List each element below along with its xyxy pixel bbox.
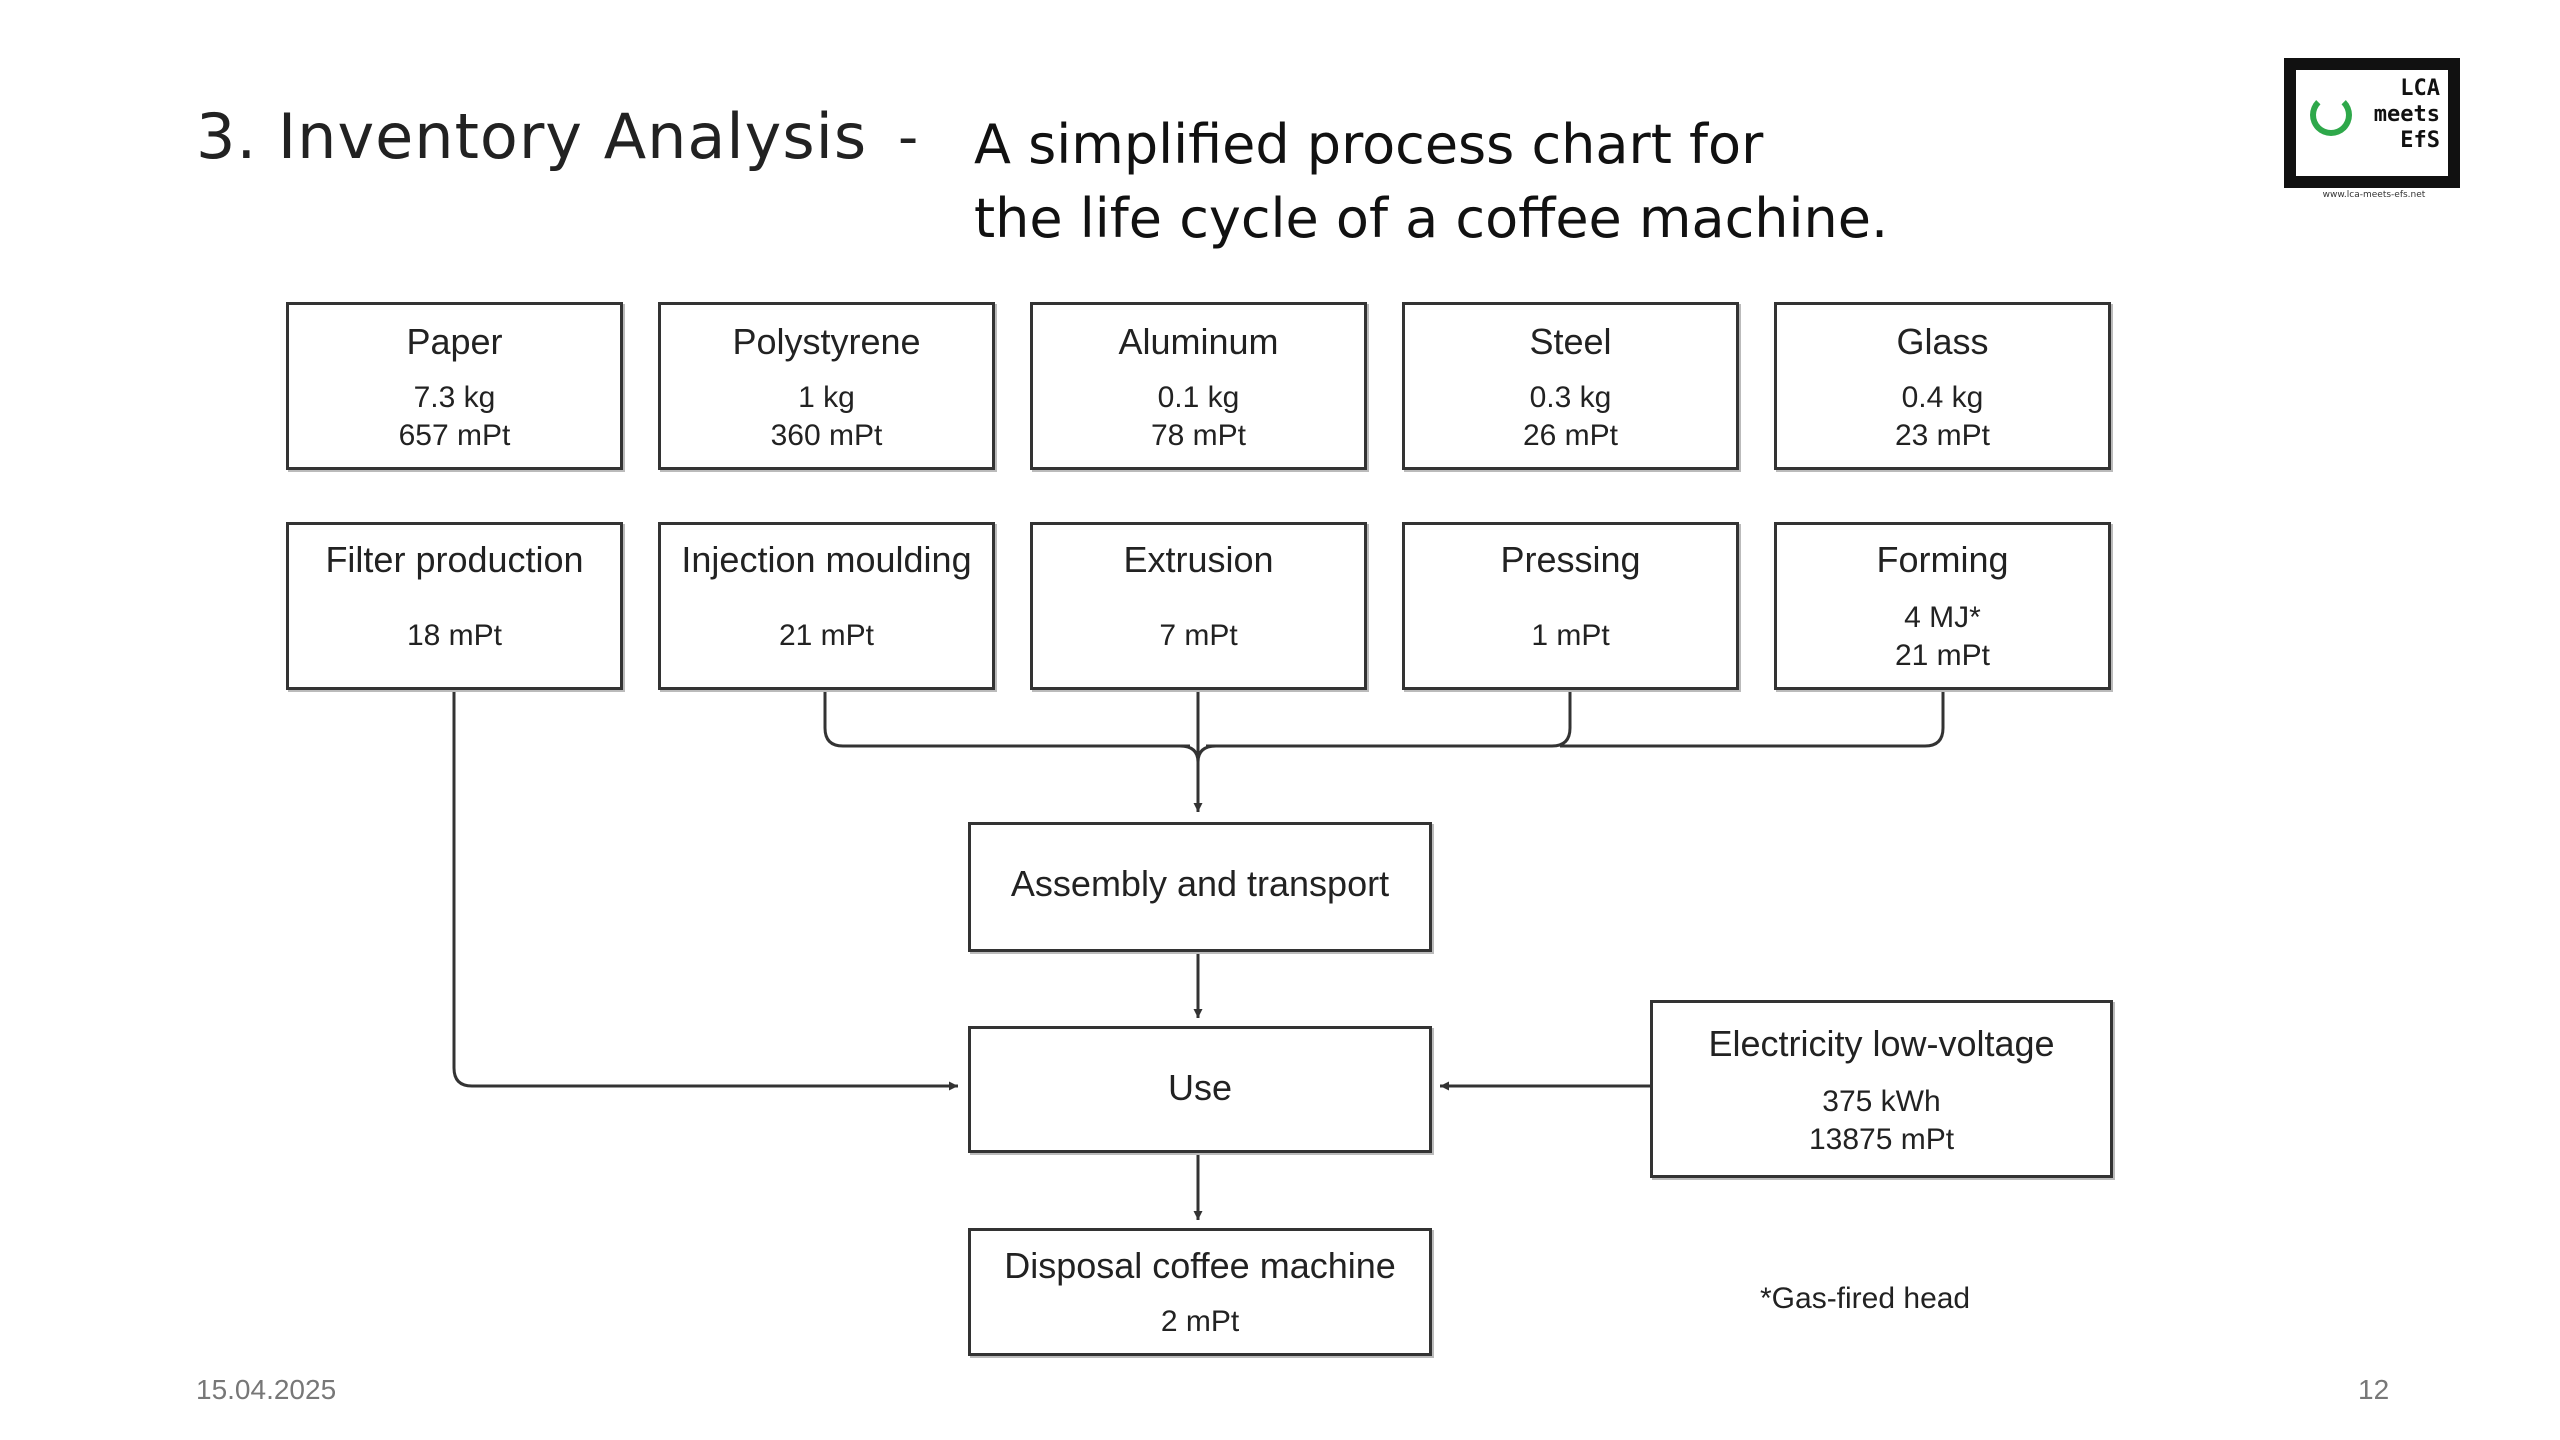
- material-box-paper: Paper 7.3 kg 657 mPt: [286, 302, 623, 470]
- slide-title: 3. Inventory Analysis: [196, 100, 868, 173]
- process-box-pressing: Pressing 1 mPt: [1402, 522, 1739, 690]
- material-name: Glass: [1896, 321, 1989, 362]
- logo-panel: LCA meets EfS: [2296, 70, 2448, 176]
- electricity-energy: 375 kWh: [1822, 1085, 1941, 1118]
- use-box: Use: [968, 1026, 1432, 1153]
- material-impact: 23 mPt: [1894, 419, 1991, 452]
- assembly-name: Assembly and transport: [1010, 863, 1390, 904]
- connector-pressing-to-assembly: [1206, 690, 1572, 748]
- electricity-box: Electricity low-voltage 375 kWh 13875 mP…: [1650, 1000, 2113, 1178]
- material-impact: 657 mPt: [398, 419, 511, 452]
- process-box-filter-production: Filter production 18 mPt: [286, 522, 623, 690]
- use-name: Use: [1167, 1067, 1233, 1108]
- process-name: Filter production: [325, 539, 584, 580]
- material-mass: 0.1 kg: [1157, 381, 1240, 414]
- subtitle-line-2: the life cycle of a coffee machine.: [974, 187, 1889, 250]
- disposal-impact: 2 mPt: [1160, 1305, 1240, 1338]
- material-box-glass: Glass 0.4 kg 23 mPt: [1774, 302, 2111, 470]
- connector-injection-to-assembly: [823, 690, 1190, 748]
- process-impact: 21 mPt: [1894, 639, 1991, 672]
- material-name: Paper: [406, 321, 503, 362]
- material-name: Polystyrene: [732, 321, 921, 362]
- assembly-transport-box: Assembly and transport: [968, 822, 1432, 952]
- process-impact: 7 mPt: [1159, 619, 1238, 652]
- material-mass: 1 kg: [798, 381, 855, 414]
- process-name: Forming: [1876, 539, 2009, 580]
- page-number: 12: [2358, 1374, 2390, 1405]
- process-name: Pressing: [1500, 539, 1641, 580]
- lca-meets-efs-logo: LCA meets EfS: [2284, 58, 2460, 188]
- disposal-name: Disposal coffee machine: [1004, 1245, 1396, 1286]
- material-box-polystyrene: Polystyrene 1 kg 360 mPt: [658, 302, 995, 470]
- disposal-box: Disposal coffee machine 2 mPt: [968, 1228, 1432, 1356]
- process-energy: 4 MJ*: [1904, 601, 1981, 634]
- material-mass: 0.4 kg: [1901, 381, 1984, 414]
- electricity-name: Electricity low-voltage: [1708, 1023, 2055, 1064]
- process-impact: 1 mPt: [1531, 619, 1610, 652]
- title-separator: -: [898, 105, 919, 170]
- material-name: Steel: [1529, 321, 1612, 362]
- subtitle-line-1: A simplified process chart for: [974, 113, 1764, 176]
- recycle-ring-icon: [2310, 94, 2352, 136]
- material-mass: 0.3 kg: [1529, 381, 1612, 414]
- material-mass: 7.3 kg: [413, 381, 496, 414]
- connector-filter-to-use: [452, 690, 958, 1091]
- logo-line-3: EfS: [2400, 128, 2440, 153]
- process-impact: 18 mPt: [406, 619, 503, 652]
- logo-line-2: meets: [2373, 102, 2440, 127]
- logo-line-1: LCA: [2400, 76, 2440, 101]
- logo-text: LCA meets EfS: [2374, 76, 2440, 154]
- material-impact: 360 mPt: [770, 419, 883, 452]
- process-name: Extrusion: [1123, 539, 1274, 580]
- process-box-injection-moulding: Injection moulding 21 mPt: [658, 522, 995, 690]
- process-name: Injection moulding: [681, 539, 972, 580]
- slide-subtitle: A simplified process chart for the life …: [974, 108, 1888, 256]
- footnote: *Gas-fired head: [1760, 1282, 1971, 1315]
- material-name: Aluminum: [1118, 321, 1279, 362]
- process-impact: 21 mPt: [778, 619, 875, 652]
- process-box-extrusion: Extrusion 7 mPt: [1030, 522, 1367, 690]
- material-impact: 26 mPt: [1522, 419, 1619, 452]
- material-box-aluminum: Aluminum 0.1 kg 78 mPt: [1030, 302, 1367, 470]
- process-box-forming: Forming 4 MJ* 21 mPt: [1774, 522, 2111, 690]
- logo-url: www.lca-meets-efs.net: [2322, 190, 2426, 200]
- slide-date: 15.04.2025: [196, 1374, 337, 1405]
- material-box-steel: Steel 0.3 kg 26 mPt: [1402, 302, 1739, 470]
- electricity-impact: 13875 mPt: [1808, 1123, 1955, 1156]
- connector-forming-to-assembly: [1560, 690, 1945, 748]
- material-impact: 78 mPt: [1150, 419, 1247, 452]
